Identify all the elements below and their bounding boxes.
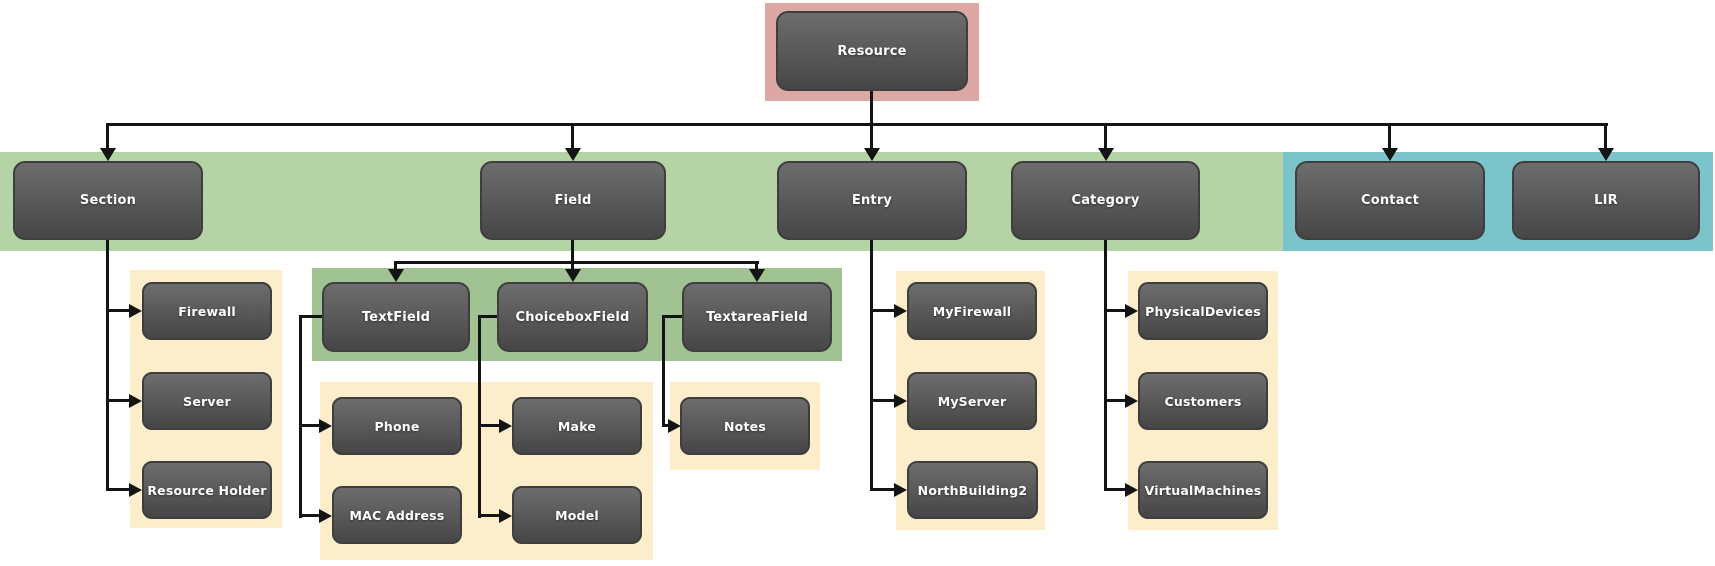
node-virtualmachines: VirtualMachines: [1138, 461, 1268, 519]
edge-line: [870, 309, 895, 312]
node-resource: Resource: [776, 11, 968, 91]
edge-line: [870, 240, 873, 491]
node-customers: Customers: [1138, 372, 1268, 430]
edge-arrow: [100, 148, 116, 161]
node-notes: Notes: [680, 397, 810, 455]
node-myserver: MyServer: [907, 372, 1037, 430]
edge-line: [299, 514, 320, 517]
node-model: Model: [512, 486, 642, 544]
node-resource-holder: Resource Holder: [142, 461, 272, 519]
edge-arrow: [1125, 394, 1138, 408]
edge-line: [395, 261, 759, 264]
edge-arrow: [319, 509, 332, 523]
node-northbuilding2: NorthBuilding2: [907, 461, 1038, 519]
edge-line: [571, 261, 574, 271]
node-textareafield: TextareaField: [682, 282, 832, 352]
node-textfield: TextField: [322, 282, 470, 352]
edge-line: [571, 240, 574, 264]
node-category: Category: [1011, 161, 1200, 240]
edge-line: [394, 261, 397, 271]
node-myfirewall: MyFirewall: [907, 282, 1037, 340]
edge-arrow: [1125, 304, 1138, 318]
node-server: Server: [142, 372, 272, 430]
edge-line: [870, 123, 873, 150]
edge-line: [106, 123, 109, 150]
edge-line: [1388, 123, 1391, 150]
edge-line: [1104, 399, 1126, 402]
edge-line: [870, 399, 895, 402]
edge-line: [1104, 309, 1126, 312]
edge-line: [106, 123, 1608, 126]
edge-arrow: [319, 419, 332, 433]
edge-arrow: [129, 483, 142, 497]
edge-arrow: [1098, 148, 1114, 161]
edge-arrow: [129, 304, 142, 318]
edge-line: [662, 315, 665, 427]
edge-arrow: [565, 148, 581, 161]
edge-line: [755, 261, 758, 271]
edge-arrow: [499, 419, 512, 433]
edge-line: [299, 424, 320, 427]
edge-arrow: [749, 269, 765, 282]
node-mac-address: MAC Address: [332, 486, 462, 544]
edge-line: [870, 91, 873, 125]
node-entry: Entry: [777, 161, 967, 240]
edge-arrow: [894, 483, 907, 497]
edge-arrow: [864, 148, 880, 161]
edge-line: [478, 315, 481, 518]
edge-line: [1104, 240, 1107, 491]
edge-line: [299, 315, 302, 518]
edge-arrow: [388, 269, 404, 282]
edge-line: [478, 315, 497, 318]
node-physicaldevices: PhysicalDevices: [1138, 282, 1268, 340]
node-section: Section: [13, 161, 203, 240]
edge-arrow: [1598, 148, 1614, 161]
edge-line: [1104, 488, 1126, 491]
edge-arrow: [1125, 483, 1138, 497]
edge-line: [106, 488, 130, 491]
edge-arrow: [1382, 148, 1398, 161]
node-field: Field: [480, 161, 666, 240]
edge-line: [870, 488, 895, 491]
edge-line: [1104, 123, 1107, 150]
node-phone: Phone: [332, 397, 462, 455]
edge-arrow: [668, 419, 681, 433]
node-choiceboxfield: ChoiceboxField: [497, 282, 648, 352]
edge-line: [571, 123, 574, 150]
node-make: Make: [512, 397, 642, 455]
edge-line: [106, 309, 130, 312]
edge-line: [1604, 123, 1607, 150]
node-lir: LIR: [1512, 161, 1700, 240]
node-firewall: Firewall: [142, 282, 272, 340]
edge-arrow: [129, 394, 142, 408]
edge-line: [299, 315, 322, 318]
edge-arrow: [565, 269, 581, 282]
edge-arrow: [894, 394, 907, 408]
edge-line: [662, 424, 669, 427]
edge-line: [478, 424, 500, 427]
edge-line: [106, 399, 130, 402]
edge-arrow: [499, 509, 512, 523]
edge-line: [662, 315, 682, 318]
node-contact: Contact: [1295, 161, 1485, 240]
edge-arrow: [894, 304, 907, 318]
edge-line: [106, 240, 109, 491]
edge-line: [478, 514, 500, 517]
